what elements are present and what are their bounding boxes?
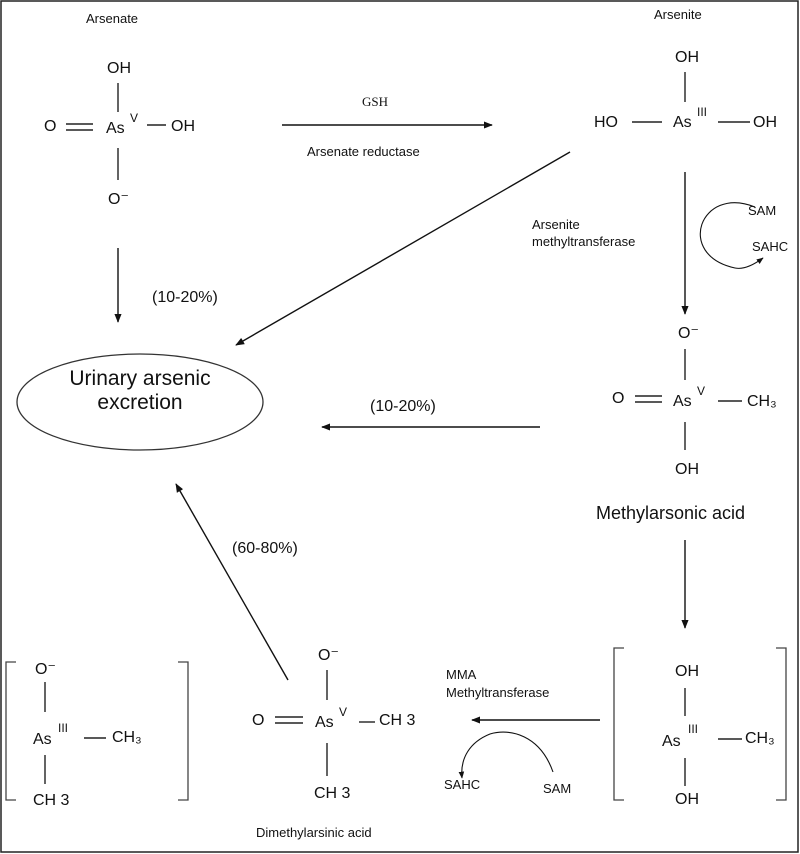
dma-ch3-bottom: CH 3 xyxy=(314,785,351,802)
mma-mt-label-1: MMA xyxy=(446,667,477,682)
mma-oxidation-state: V xyxy=(697,384,706,398)
arsenite-mt-label-2: methyltransferase xyxy=(532,234,636,249)
arsenate-oh-right: OH xyxy=(171,118,195,135)
dimethylarsinic-bonds xyxy=(275,670,375,776)
mma-o: O xyxy=(612,390,625,407)
dma-iii-ch3-right: CH₃ xyxy=(112,729,142,746)
dma-iii-o-minus: O⁻ xyxy=(35,661,56,678)
mma-iii-ch3: CH₃ xyxy=(745,730,775,747)
urinary-excretion-label: Urinary arsenic excretion xyxy=(69,367,211,414)
arsenite-title: Arsenite xyxy=(654,7,702,22)
dma-iii-oxidation-state: III xyxy=(58,721,69,735)
arsenite-bonds xyxy=(632,72,750,123)
dma-iii-bonds xyxy=(44,682,106,784)
dma-oxidation-state: V xyxy=(339,705,348,719)
dma-o: O xyxy=(252,712,265,729)
mma-mt-label-2: Methyltransferase xyxy=(446,685,550,700)
dma-as: As xyxy=(315,714,334,731)
mma-ch3: CH₃ xyxy=(747,393,777,410)
arsenite-as: As xyxy=(673,114,692,131)
percentage-from-mma: (10-20%) xyxy=(370,398,436,415)
arsenate-title: Arsenate xyxy=(86,11,139,26)
arsenate-o-minus: O⁻ xyxy=(108,191,129,208)
arsenate-o: O xyxy=(44,118,57,135)
dimethylarsinic-acid-title: Dimethylarsinic acid xyxy=(256,825,372,840)
arsenite-oh-right: OH xyxy=(753,114,777,131)
dma-ch3-right: CH 3 xyxy=(379,712,416,729)
arsenite-mt-label-1: Arsenite xyxy=(532,217,580,232)
methylarsonic-acid-title: Methylarsonic acid xyxy=(596,503,746,523)
right-brackets xyxy=(613,647,787,801)
arrow-arsenite-to-excretion xyxy=(235,151,571,346)
arsenite-oh-top: OH xyxy=(675,49,699,66)
excretion-ellipse xyxy=(16,353,264,451)
gsh-label: GSH xyxy=(362,94,389,109)
dma-iii-ch3-bottom: CH 3 xyxy=(33,792,70,809)
mma-o-minus: O⁻ xyxy=(678,325,699,342)
arsenite-ho: HO xyxy=(594,114,618,131)
mma-as: As xyxy=(673,393,692,410)
mma-iii-oh-bottom: OH xyxy=(675,791,699,808)
mma-iii-as: As xyxy=(662,733,681,750)
dma-iii-as: As xyxy=(33,731,52,748)
sahc-label-lower: SAHC xyxy=(444,777,481,792)
percentage-from-dma: (60-80%) xyxy=(232,540,298,557)
methylarsonic-bonds xyxy=(635,349,742,450)
arsenate-reductase-label: Arsenate reductase xyxy=(307,144,420,159)
left-brackets xyxy=(5,661,189,801)
mma-iii-oxidation-state: III xyxy=(688,722,699,736)
arsenate-as: As xyxy=(106,120,125,137)
sahc-label-upper: SAHC xyxy=(752,239,789,254)
sam-cycle-arrow-lower xyxy=(458,731,554,779)
sam-cycle-arrow-upper xyxy=(699,202,764,269)
dma-o-minus: O⁻ xyxy=(318,647,339,664)
arsenite-oxidation-state: III xyxy=(697,105,708,119)
arsenate-bonds xyxy=(66,83,166,180)
sam-label-lower: SAM xyxy=(543,781,572,796)
mma-iii-bonds xyxy=(684,688,742,786)
arrow-dma-to-excretion xyxy=(175,483,289,681)
arsenate-oxidation-state: V xyxy=(130,111,139,125)
percentage-from-arsenate: (10-20%) xyxy=(152,289,218,306)
arsenate-oh-top: OH xyxy=(107,60,131,77)
mma-iii-oh-top: OH xyxy=(675,663,699,680)
sam-label-upper: SAM xyxy=(748,203,777,218)
mma-oh-bottom: OH xyxy=(675,461,699,478)
